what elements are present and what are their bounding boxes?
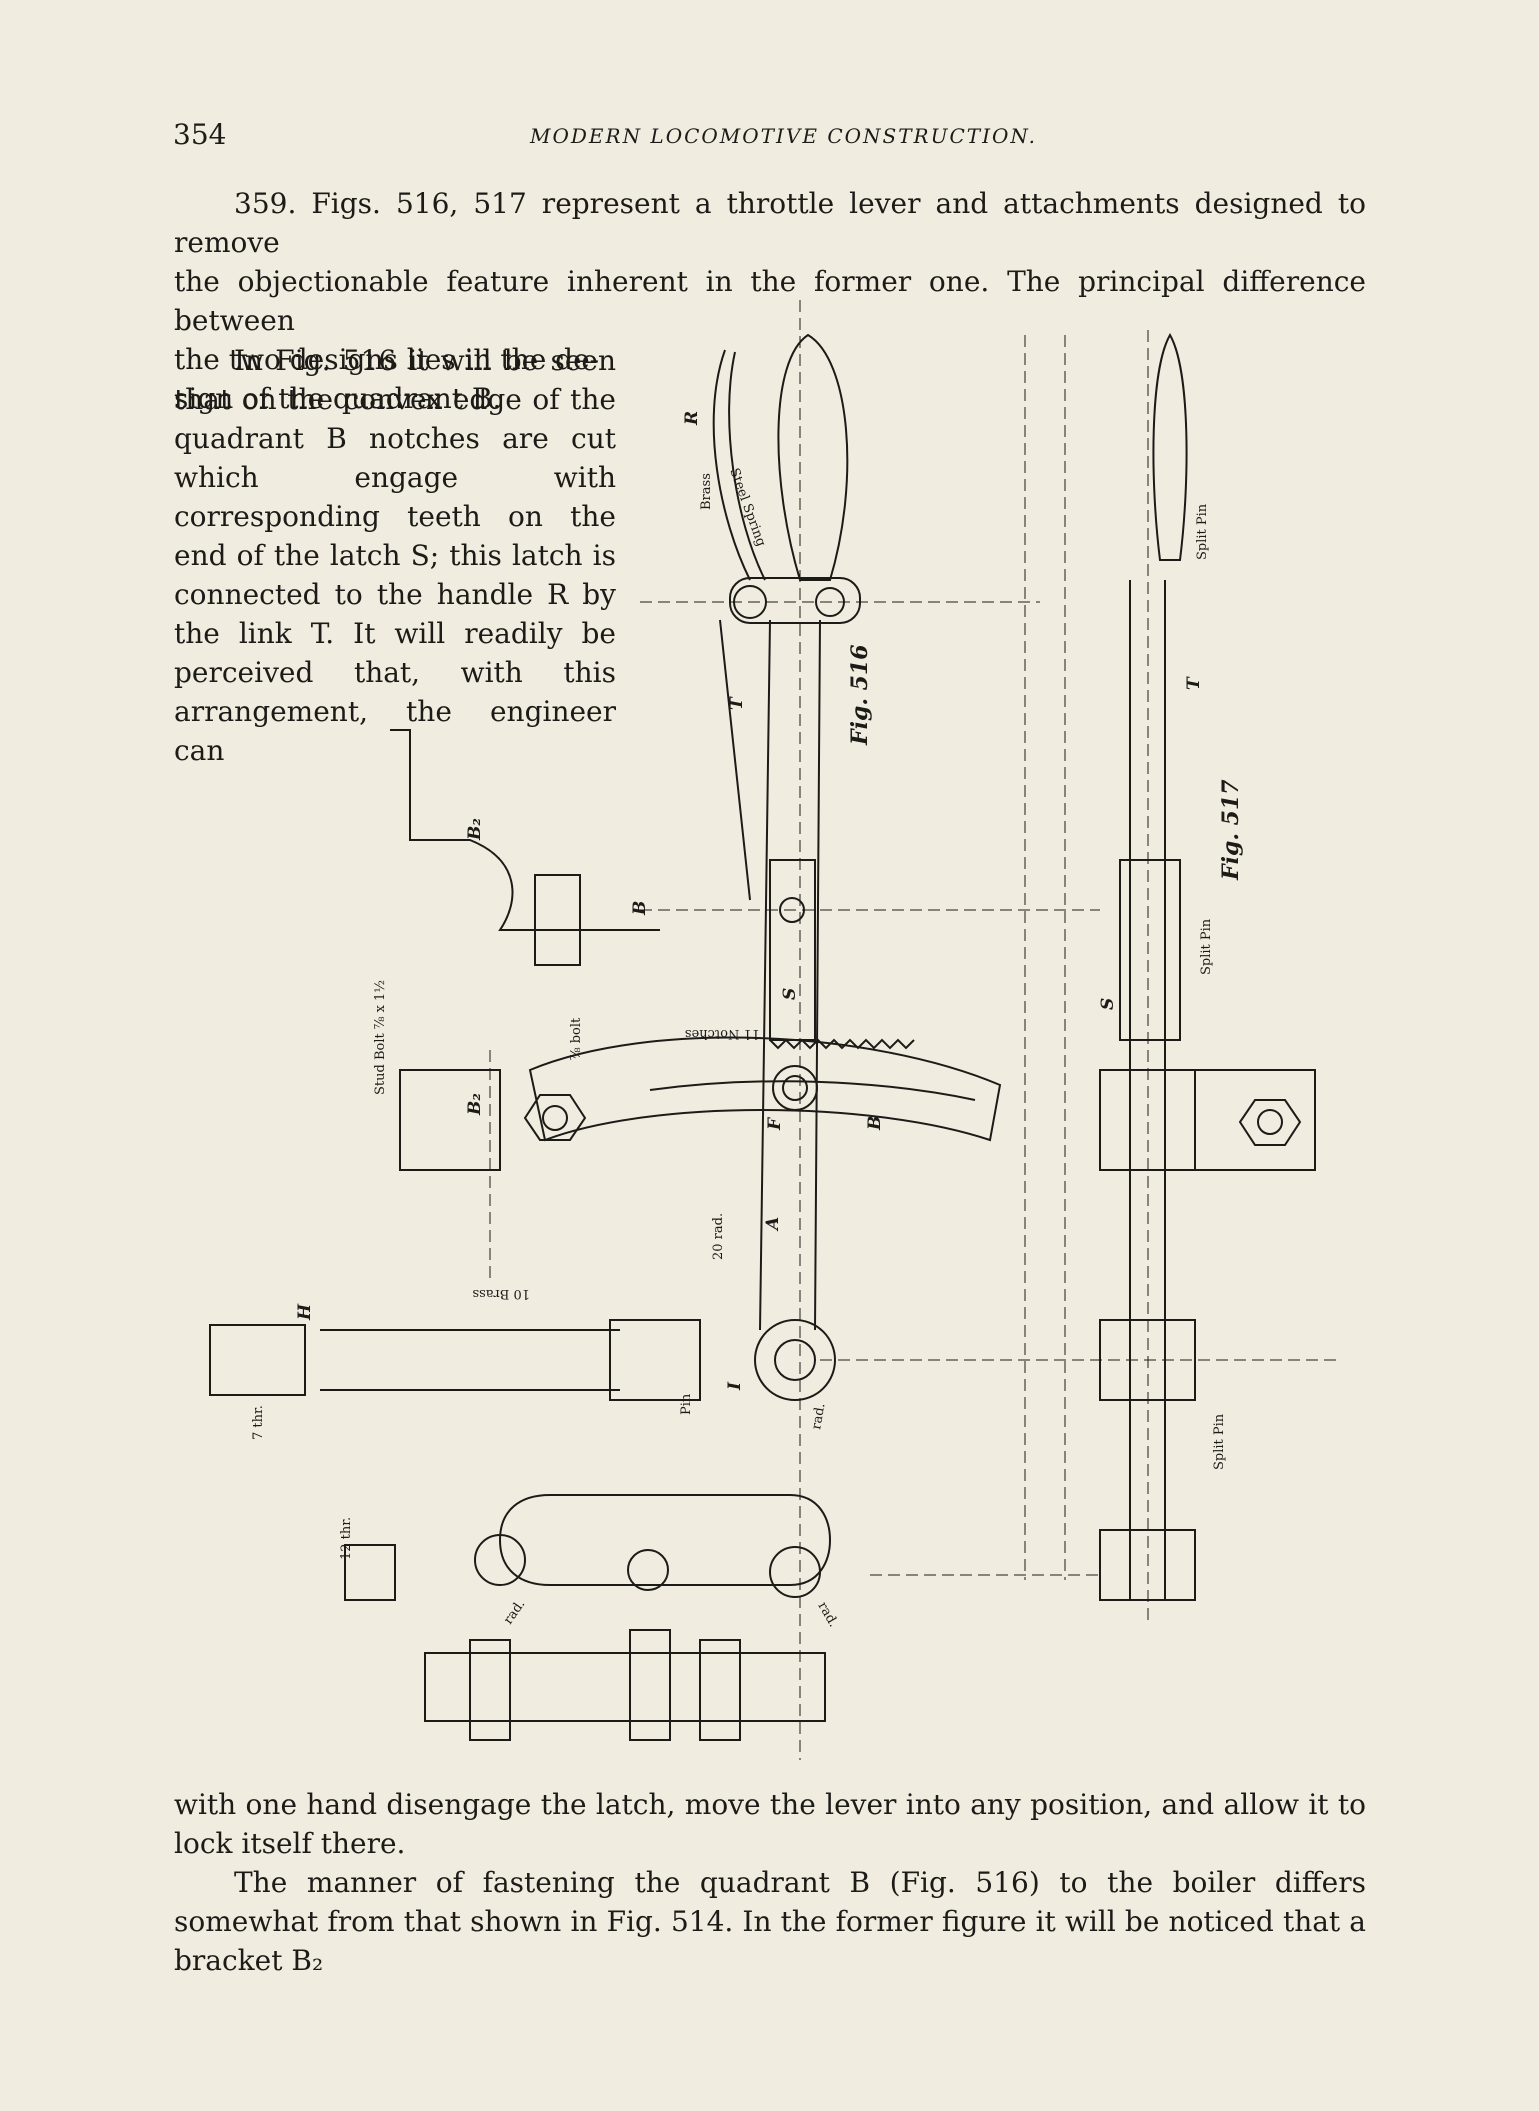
paragraph-continuation: with one hand disengage the latch, move …	[174, 1788, 1366, 1860]
lever-boss	[754, 1319, 836, 1401]
rad-label: rad.	[809, 1402, 828, 1431]
part-label-h: H	[295, 1303, 315, 1321]
quadrant-teeth	[769, 1038, 915, 1050]
latch-s	[769, 859, 816, 1041]
lever-boss-inner	[774, 1339, 816, 1381]
split-pin-label: Split Pin	[1199, 918, 1214, 975]
paragraph-fig516-description: In Fig. 516 it will be seen that on the …	[174, 344, 616, 767]
pivot-circle-inner	[782, 1075, 808, 1101]
latch-handle	[712, 349, 751, 581]
hex-nut-side-hole	[1257, 1109, 1283, 1135]
part-label-t-side: T	[1184, 676, 1204, 690]
fig-516-label: Fig. 516	[847, 644, 873, 746]
running-title: MODERN LOCOMOTIVE CONSTRUCTION.	[530, 124, 1037, 148]
pin-circle	[627, 1549, 669, 1591]
hex-nut-side	[1238, 1099, 1302, 1146]
pin-circle	[769, 1546, 821, 1598]
pin-circle	[474, 1534, 526, 1586]
rad-label: rad.	[501, 1597, 528, 1627]
bottom-bar	[424, 1652, 826, 1722]
paragraph-quadrant-fastening: The manner of fastening the quadrant B (…	[174, 1866, 1366, 1977]
part-label-f: F	[765, 1116, 785, 1131]
handle-r	[777, 333, 849, 581]
stud-bolt-label: Stud Bolt ⅞ x 1½	[373, 980, 388, 1095]
brass-10-label: 10 Brass	[472, 1286, 530, 1301]
boss-side	[1194, 1069, 1316, 1171]
bolt-head	[534, 874, 581, 966]
pivot-circle	[772, 1065, 818, 1111]
brass-label: Brass	[699, 473, 714, 510]
page-number: 354	[173, 118, 227, 151]
thread-12-label: 12 thr.	[339, 1517, 354, 1560]
latch-handle-inner	[728, 351, 766, 581]
paragraph-line: the two designs lies in the de-	[174, 343, 600, 376]
lower-link	[498, 1494, 832, 1586]
bar-bolt	[629, 1629, 671, 1741]
part-label-b: B	[865, 1116, 885, 1131]
thread-7-label: 7 thr.	[251, 1405, 266, 1440]
rod-collar	[609, 1319, 701, 1401]
rod-h-thread	[209, 1324, 306, 1396]
rad-label: rad.	[815, 1600, 841, 1630]
part-label-i: I	[725, 1381, 745, 1391]
part-label-b2: B₂	[465, 818, 485, 841]
latch-side	[1119, 859, 1181, 1041]
paragraph-line: 359. Figs. 516, 517 represent a throttle…	[174, 187, 1366, 259]
lever-edge	[814, 619, 821, 1331]
link-t	[719, 619, 751, 901]
clevis	[729, 577, 861, 624]
notches-label: 11 Notches	[685, 1026, 760, 1041]
paragraph-359: 359. Figs. 516, 517 represent a throttle…	[174, 184, 1366, 418]
quadrant-slot	[649, 1080, 976, 1101]
split-pin-label: Split Pin	[1195, 503, 1210, 560]
part-label-a: A	[763, 1217, 783, 1232]
quadrant-b	[528, 1036, 1002, 1142]
split-pin-label: Split Pin	[1212, 1413, 1227, 1470]
pin-label: Pin	[679, 1393, 694, 1415]
bar-bolt	[699, 1639, 741, 1741]
hex-nut	[523, 1094, 587, 1141]
hex-nut-hole	[542, 1105, 568, 1131]
handle-r-side	[1152, 332, 1188, 561]
part-label-r: R	[682, 411, 702, 426]
rad-20-label: 20 rad.	[711, 1213, 726, 1260]
paragraph-line: sign of the quadrant B.	[174, 382, 502, 415]
bar-bolt	[469, 1639, 511, 1741]
paragraph-line: the objectionable feature inherent in th…	[174, 265, 1366, 337]
lever-edge	[759, 619, 771, 1331]
bracket-b2	[390, 729, 660, 931]
part-label-s-side: S	[1098, 998, 1118, 1010]
fig-517-label: Fig. 517	[1218, 779, 1244, 881]
part-label-t: T	[727, 696, 747, 710]
bolt-label: ⅞ bolt	[569, 1017, 584, 1060]
part-label-b2-foot: B₂	[465, 1093, 485, 1116]
quadrant-side	[1099, 1069, 1196, 1171]
bracket-foot	[399, 1069, 501, 1171]
thread-end	[344, 1544, 396, 1601]
part-label-s: S	[780, 988, 800, 1000]
part-label-b-bracket: B	[630, 901, 650, 916]
